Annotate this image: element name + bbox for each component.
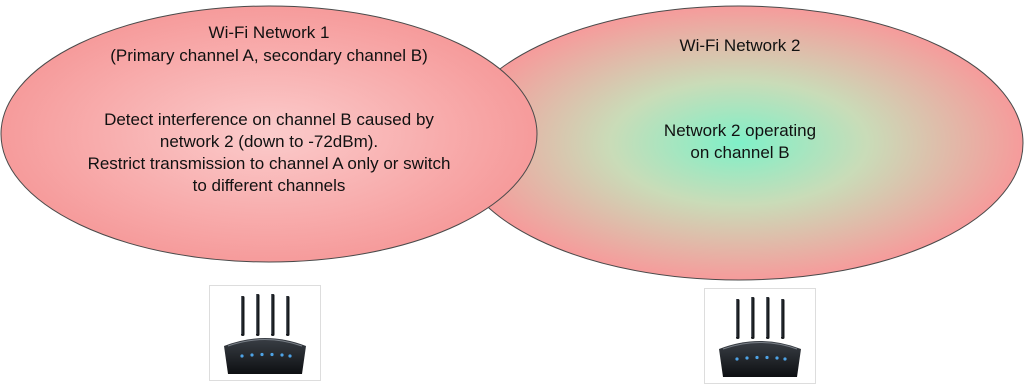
network-2-description-line: Network 2 operating (663, 121, 817, 140)
network-1-description-line: Restrict transmission to channel A only … (87, 154, 451, 173)
network-1-coverage-area (0, 5, 538, 263)
network-1-description-line: network 2 (down to -72dBm). (159, 132, 379, 151)
wifi-router-icon (209, 285, 321, 381)
network-1-title: Wi-Fi Network 1 (208, 23, 330, 42)
network-1-subtitle: (Primary channel A, secondary channel B) (110, 46, 428, 65)
network-1-description-line: to different channels (192, 176, 346, 195)
wifi-router-icon (704, 288, 816, 384)
network-2-title: Wi-Fi Network 2 (679, 36, 801, 55)
network-1-description-line: Detect interference on channel B caused … (104, 110, 434, 129)
network-2-description-line: on channel B (690, 143, 790, 162)
